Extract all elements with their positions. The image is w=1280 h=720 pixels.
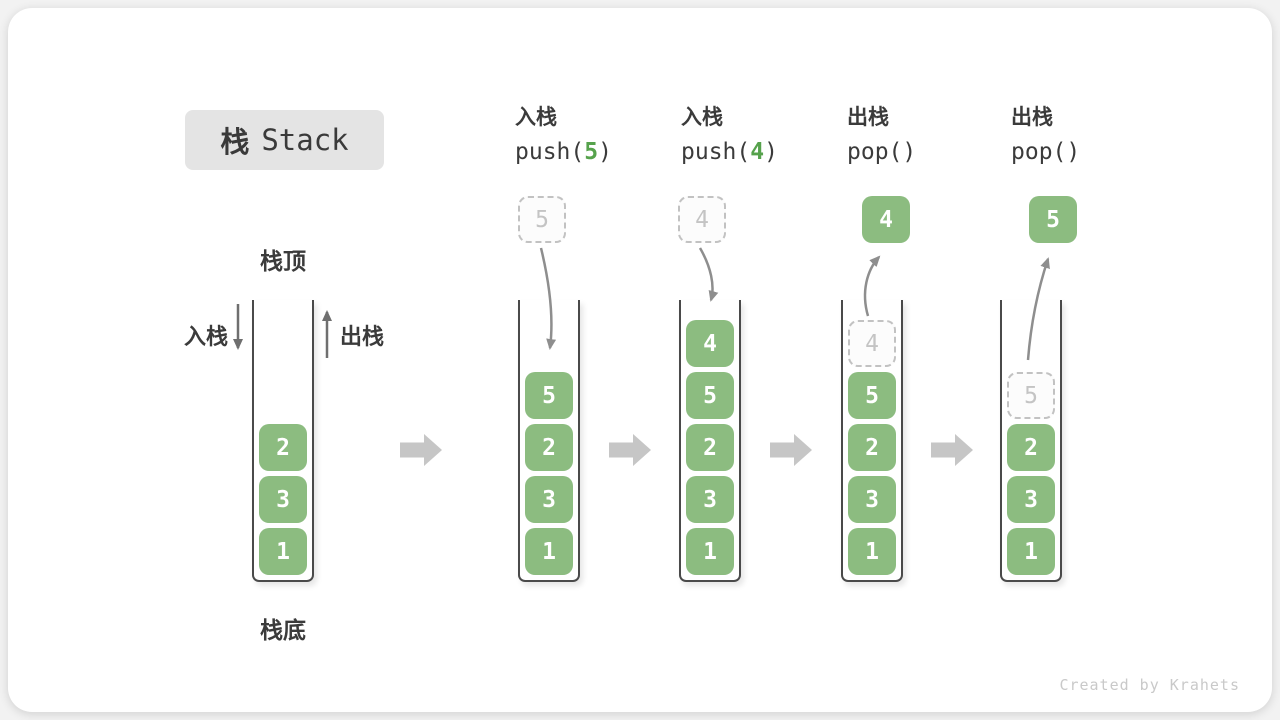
floating-popped-4: 4	[862, 196, 910, 243]
operation-label-push-4: 入栈 push(4)	[681, 105, 778, 165]
floating-ghost-4: 4	[678, 196, 726, 243]
stack-block: 3	[259, 476, 307, 523]
title-box: 栈 Stack	[185, 110, 384, 170]
transition-arrow-icon	[609, 434, 651, 466]
stack-block: 3	[1007, 476, 1055, 523]
watermark: Created by Krahets	[1059, 676, 1240, 694]
stack-block: 3	[525, 476, 573, 523]
title-zh: 栈	[220, 127, 250, 159]
operation-code: push(5)	[515, 139, 612, 165]
transition-arrow-icon	[931, 434, 973, 466]
stack-block: 1	[848, 528, 896, 575]
stack-container-after-push-4: 4 5 2 3 1	[679, 300, 741, 582]
operation-label-pop-1: 出栈 pop()	[847, 105, 916, 165]
stack-container-after-pop-4: 4 5 2 3 1	[841, 300, 903, 582]
operation-action: 出栈	[847, 106, 889, 129]
operation-action: 入栈	[681, 106, 723, 129]
pop-side-label: 出栈	[340, 324, 385, 349]
stack-block: 2	[848, 424, 896, 471]
stack-bottom-label: 栈底	[260, 617, 306, 643]
operation-action: 出栈	[1011, 106, 1053, 129]
code-arg: 5	[584, 139, 599, 166]
stack-block: 1	[259, 528, 307, 575]
push-side-label: 入栈	[183, 324, 228, 349]
operation-label-push-5: 入栈 push(5)	[515, 105, 612, 165]
stack-block: 1	[1007, 528, 1055, 575]
transition-arrow-icon	[400, 434, 442, 466]
stack-container-initial: 2 3 1	[252, 300, 314, 582]
stack-block: 1	[686, 528, 734, 575]
code-prefix: pop(	[847, 139, 903, 166]
stack-block: 5	[848, 372, 896, 419]
stack-top-label: 栈顶	[260, 248, 306, 274]
stack-block: 1	[525, 528, 573, 575]
stack-block: 2	[686, 424, 734, 471]
stack-block: 4	[686, 320, 734, 367]
title-en: Stack	[261, 123, 349, 157]
code-arg: 4	[750, 139, 765, 166]
stack-block: 2	[525, 424, 573, 471]
code-prefix: push(	[681, 139, 751, 166]
operation-code: push(4)	[681, 139, 778, 165]
stack-block-ghost: 5	[1007, 372, 1055, 419]
code-suffix: )	[764, 139, 778, 166]
stack-block-ghost: 4	[848, 320, 896, 367]
floating-ghost-5: 5	[518, 196, 566, 243]
stack-block: 2	[1007, 424, 1055, 471]
stack-container-after-push-5: 5 2 3 1	[518, 300, 580, 582]
operation-code: pop()	[1011, 139, 1080, 165]
stack-block: 2	[259, 424, 307, 471]
stack-block: 5	[525, 372, 573, 419]
code-suffix: )	[598, 139, 612, 166]
code-prefix: pop(	[1011, 139, 1067, 166]
stack-block: 3	[848, 476, 896, 523]
operation-action: 入栈	[515, 106, 557, 129]
floating-popped-5: 5	[1029, 196, 1077, 243]
stack-block: 5	[686, 372, 734, 419]
stack-block: 3	[686, 476, 734, 523]
operation-code: pop()	[847, 139, 916, 165]
operation-label-pop-2: 出栈 pop()	[1011, 105, 1080, 165]
code-suffix: )	[902, 139, 917, 166]
transition-arrow-icon	[770, 434, 812, 466]
code-prefix: push(	[515, 139, 585, 166]
stack-container-after-pop-5: 5 2 3 1	[1000, 300, 1062, 582]
code-suffix: )	[1066, 139, 1081, 166]
